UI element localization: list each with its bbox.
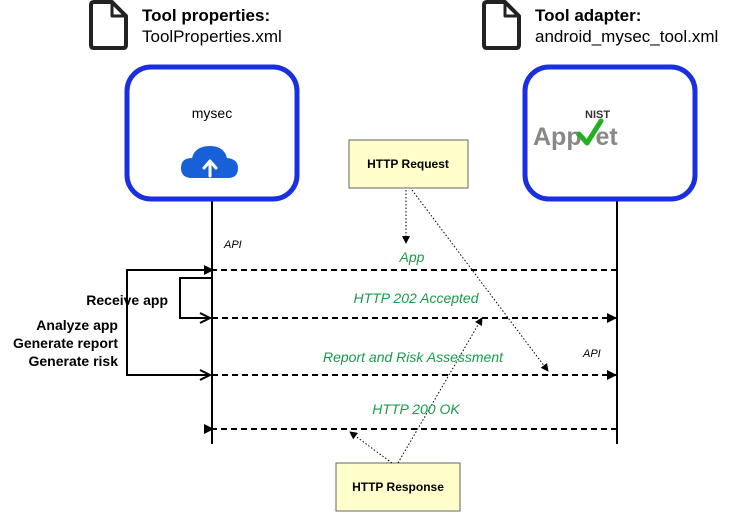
- http-request-label: HTTP Request: [367, 157, 449, 171]
- cloud-upload-icon: [181, 146, 238, 178]
- mysec-box: mysec: [124, 64, 300, 202]
- generate-report-label: Generate report: [13, 335, 118, 351]
- http-response-label: HTTP Response: [352, 480, 444, 494]
- request-to-report-connector: [411, 189, 549, 372]
- analyze-bracket: [126, 269, 212, 376]
- mysec-label: mysec: [192, 105, 232, 121]
- document-icon: [89, 0, 128, 50]
- receive-app-bracket: [179, 277, 212, 319]
- tool-adapter-header: Tool adapter: android_mysec_tool.xml: [482, 0, 718, 50]
- response-to-ok-connector: [349, 431, 393, 464]
- response-to-accepted-connector: [397, 317, 483, 464]
- http-request-note: HTTP Request: [348, 139, 469, 189]
- receive-app-label: Receive app: [86, 292, 168, 308]
- analyze-app-label: Analyze app: [36, 317, 118, 333]
- tool-properties-title: Tool properties:: [142, 6, 270, 25]
- app-message-label: App: [399, 249, 425, 265]
- generate-risk-label: Generate risk: [29, 353, 119, 369]
- api-label-right: API: [582, 348, 601, 360]
- tool-adapter-title: Tool adapter:: [535, 6, 641, 25]
- appvet-logo: NIST Appvet: [533, 109, 618, 151]
- appvet-logo-text: Appvet: [533, 123, 618, 151]
- tool-properties-header: Tool properties: ToolProperties.xml: [89, 0, 282, 50]
- document-icon: [482, 0, 521, 50]
- report-message-label: Report and Risk Assessment: [323, 349, 504, 365]
- tool-adapter-file: android_mysec_tool.xml: [535, 27, 718, 46]
- appvet-box: NIST Appvet: [522, 64, 698, 202]
- tool-properties-file: ToolProperties.xml: [142, 27, 282, 46]
- analyze-arrowhead: [199, 369, 213, 381]
- http-response-note: HTTP Response: [335, 462, 461, 512]
- ok-message-label: HTTP 200 OK: [372, 401, 460, 417]
- api-label-left: API: [223, 239, 242, 251]
- nist-logo-text: NIST: [585, 109, 610, 121]
- accepted-message-label: HTTP 202 Accepted: [353, 290, 479, 306]
- receive-app-arrowhead: [199, 312, 213, 324]
- checkmark-icon: [576, 118, 604, 146]
